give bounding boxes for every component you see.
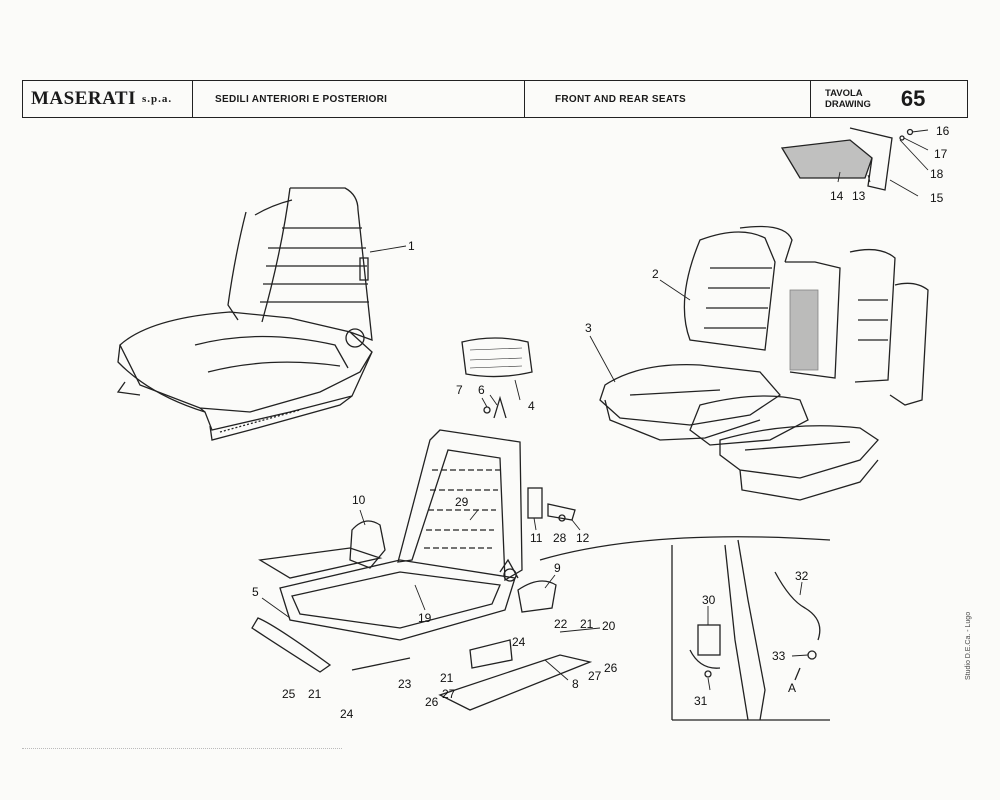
callout-10: 10 [352,493,366,507]
studio-credit: Studio D.E.Ca. - Lugo [965,611,972,680]
headrest-illustration [461,337,533,378]
callout-28: 28 [553,531,567,545]
callout-9: 9 [554,561,561,575]
callout-21b: 21 [440,671,454,685]
seat-frame-illustration [251,395,593,711]
title-english: FRONT AND REAR SEATS [525,81,811,117]
callout-1: 1 [408,239,415,253]
callout-20: 20 [602,619,616,633]
callout-31: 31 [694,694,708,708]
brand-suffix: s.p.a. [142,93,173,105]
rear-seat-illustration [599,225,929,501]
callout-18: 18 [930,167,944,181]
callout-27a: 27 [588,669,602,683]
callout-17: 17 [934,147,948,161]
brand-name: MASERATI [31,88,136,109]
callout-16: 16 [936,124,950,138]
motor-inset [539,536,831,721]
callout-3: 3 [585,321,592,335]
callout-29: 29 [455,495,469,509]
callout-19: 19 [418,611,432,625]
callout-11: 11 [530,531,543,545]
callout-2: 2 [652,267,659,281]
callout-24b: 24 [340,707,354,721]
callout-A: A [788,681,796,695]
callout-7: 7 [456,383,463,397]
brand-cell: MASERATI s.p.a. [23,81,193,117]
drawing-number-cell: TAVOLA DRAWING 65 [811,81,967,117]
part-28-shape [558,514,566,522]
callout-26a: 26 [604,661,618,675]
leader-lines [261,129,929,691]
armrest-illustration [780,127,914,191]
callout-22: 22 [554,617,568,631]
title-italian: SEDILI ANTERIORI E POSTERIORI [193,81,525,117]
callout-23: 23 [398,677,412,691]
callout-26b: 26 [425,695,439,709]
front-seat-illustration [116,187,373,441]
callout-13: 13 [852,189,866,203]
part-12-shape [547,503,576,521]
part-10-shape [349,520,386,569]
callout-33: 33 [772,649,786,663]
callout-5: 5 [252,585,259,599]
callout-25: 25 [282,687,296,701]
callout-21a: 21 [580,617,594,631]
callout-6: 6 [478,383,485,397]
scan-artifact-line [22,748,342,750]
part-7-shape [483,406,491,414]
callout-24a: 24 [512,635,526,649]
callout-4: 4 [528,399,535,413]
part-11-shape [527,487,543,519]
part-9-shape [517,580,557,613]
callout-12: 12 [576,531,590,545]
callout-27b: 27 [442,687,456,701]
drawing-label: DRAWING [825,99,871,110]
callout-21c: 21 [308,687,322,701]
callout-30: 30 [702,593,716,607]
callout-15: 15 [930,191,944,205]
callout-14: 14 [830,189,844,203]
callout-labels: 1 2 3 4 5 6 7 8 9 10 11 12 13 14 15 16 1… [252,124,950,721]
callout-8: 8 [572,677,579,691]
tavola-label: TAVOLA [825,88,863,99]
drawing-number: 65 [900,86,926,111]
drawing-title-block: MASERATI s.p.a. SEDILI ANTERIORI E POSTE… [22,80,968,118]
callout-32: 32 [795,569,809,583]
